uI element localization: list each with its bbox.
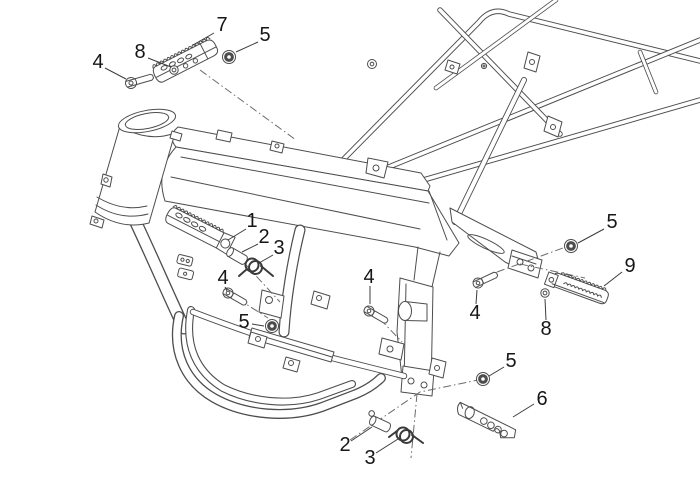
callout-leader-5	[235, 41, 259, 53]
callout-number-3: 3	[273, 237, 284, 259]
callout-leader-3	[258, 254, 274, 264]
footpeg-mount-left	[258, 289, 331, 319]
callout-number-5: 5	[505, 350, 516, 372]
callout-leader-4	[224, 286, 228, 292]
bolt-part-4-top	[125, 73, 155, 89]
callout-number-8: 8	[540, 318, 551, 340]
callout-leader-3	[375, 438, 399, 454]
callout-number-5: 5	[606, 211, 617, 233]
callout-number-1: 1	[246, 210, 257, 232]
footpeg-part-7	[152, 36, 219, 83]
pivot-tube	[398, 301, 428, 322]
nut-part-5-bottom	[476, 372, 490, 386]
callout-number-4: 4	[217, 267, 228, 289]
callout-number-4: 4	[469, 302, 480, 324]
swingarm-pivot-plates	[396, 246, 447, 397]
callout-leader-7	[192, 32, 215, 46]
callout-number-9: 9	[624, 255, 635, 277]
callout-leader-2	[350, 426, 373, 442]
callout-leader-5	[251, 323, 265, 327]
callout-leader-8	[544, 298, 547, 321]
footpeg-part-9	[543, 271, 609, 305]
callout-number-3: 3	[364, 447, 375, 469]
callout-number-4: 4	[363, 266, 374, 288]
callout-number-7: 7	[216, 14, 227, 36]
nut-part-5-right	[564, 239, 578, 253]
footpeg-mount-gusset	[449, 207, 543, 279]
downtube-fittings	[176, 254, 195, 281]
callout-leader-1	[227, 228, 247, 241]
bolt-part-4-center	[363, 305, 389, 324]
nut-part-5-top	[222, 50, 236, 64]
callout-number-6: 6	[536, 388, 547, 410]
callout-number-4: 4	[92, 51, 103, 73]
callout-leader-2	[241, 243, 259, 253]
bushing-part-2-bottom	[368, 410, 391, 433]
washer-part-8-right	[540, 288, 550, 298]
steering-head-tube	[89, 108, 183, 229]
callout-leader-6	[512, 403, 535, 418]
washer-part-8-top	[169, 65, 179, 75]
callout-leader-5	[577, 228, 605, 244]
footpeg-part-1	[165, 204, 236, 255]
nut-part-5-midleft	[265, 319, 279, 333]
callout-number-2: 2	[258, 226, 269, 248]
spring-part-3-left	[238, 257, 274, 277]
main-frame-beam	[161, 126, 460, 257]
footrest-bracket-part-6	[456, 401, 517, 439]
bolt-part-4-right	[472, 271, 499, 289]
callout-leader-5	[488, 366, 505, 377]
spring-part-3-bottom	[388, 426, 424, 444]
callout-number-2: 2	[339, 434, 350, 456]
callout-leader-9	[603, 271, 623, 287]
callout-leader-4	[475, 289, 478, 305]
callout-leader-8	[147, 57, 172, 68]
callout-number-5: 5	[238, 311, 249, 333]
callout-number-5: 5	[259, 24, 270, 46]
callout-number-8: 8	[134, 41, 145, 63]
subframe-tab	[367, 51, 563, 138]
callout-leader-4	[104, 67, 127, 80]
bolt-part-4-midleft	[222, 287, 248, 306]
